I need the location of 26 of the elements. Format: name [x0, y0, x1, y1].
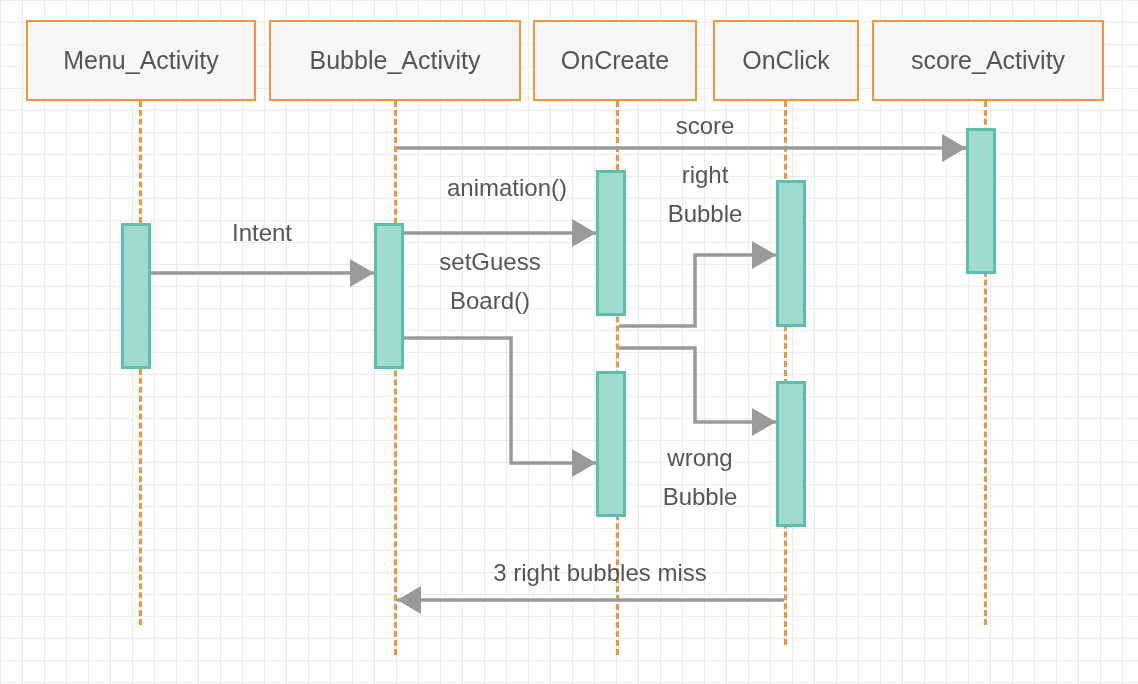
edge-label: wrong Bubble [661, 443, 739, 512]
edge-label: right Bubble [666, 160, 744, 229]
activation-bar [596, 371, 626, 517]
lifeline-header: score_Activity [872, 20, 1104, 101]
message-arrow [151, 259, 374, 287]
lifeline-header: OnCreate [533, 20, 697, 101]
activation-bar [966, 128, 996, 274]
message-arrow [404, 336, 596, 477]
edge-label: setGuess Board() [438, 247, 542, 316]
edge-label: Intent [230, 218, 293, 248]
lifeline-header: OnClick [713, 20, 859, 101]
message-arrow [397, 586, 784, 614]
edge-label: score [674, 111, 736, 141]
edge-label: animation() [445, 173, 568, 203]
activation-bar [776, 180, 806, 327]
lifeline-header: Bubble_Activity [269, 20, 521, 101]
lifeline-header: Menu_Activity [26, 20, 256, 101]
activation-bar [374, 223, 404, 369]
activation-bar [776, 381, 806, 527]
message-arrow [619, 241, 776, 328]
activation-bar [596, 170, 626, 316]
message-arrow [619, 346, 776, 436]
message-arrow [404, 219, 596, 247]
message-arrow [397, 134, 966, 162]
edge-label: 3 right bubbles miss [492, 558, 708, 588]
activation-bar [121, 223, 151, 369]
